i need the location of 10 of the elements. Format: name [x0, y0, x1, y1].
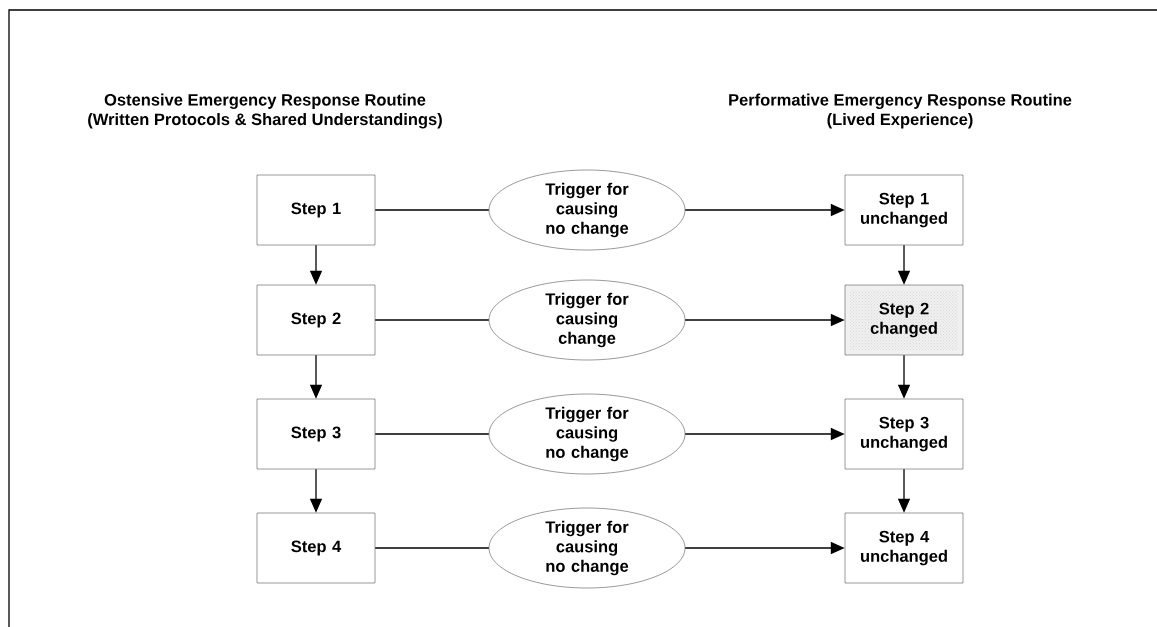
step-box: Step 1 — [256, 174, 376, 246]
column-heading: Ostensive Emergency Response Routine (Written Protocols & Shared Understandings) — [88, 93, 442, 129]
step-box: Step 3 unchanged — [844, 398, 964, 470]
step-box: Step 2 — [256, 284, 376, 356]
step-box: Step 1 unchanged — [844, 174, 964, 246]
step-box: Step 4 unchanged — [844, 512, 964, 584]
step-box: Step 2 changed — [844, 284, 964, 356]
step-box: Step 4 — [256, 512, 376, 584]
column-heading: Performative Emergency Response Routine (Lived Experience) — [729, 93, 1072, 129]
step-box: Step 3 — [256, 398, 376, 470]
